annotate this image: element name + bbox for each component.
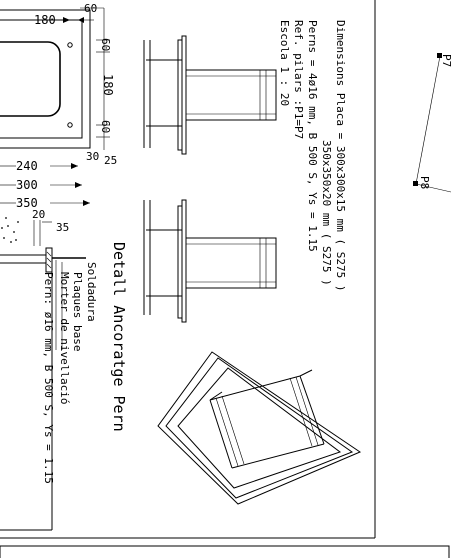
dim-35: 35 — [56, 221, 69, 234]
spec-line-2: 350x350x20 mm ( S275 ) — [320, 140, 333, 286]
dim-350: 350 — [16, 196, 38, 210]
dim-25: 25 — [104, 154, 117, 167]
dim-60-b: 60 — [99, 120, 112, 133]
label-mortar: Morter de nivellació — [58, 272, 71, 404]
spec-block: Dimensions Placa = 300x300x15 mm ( S275 … — [278, 20, 347, 292]
elevation-lower — [143, 199, 277, 323]
dim-60-top: 60 — [84, 2, 97, 15]
dim-180-side: 180 — [101, 74, 115, 96]
dim-60-a: 60 — [99, 38, 112, 51]
dim-300: 300 — [16, 178, 38, 192]
side-dimensions — [96, 8, 110, 150]
spec-line-1: Dimensions Placa = 300x300x15 mm ( S275 … — [334, 20, 347, 292]
label-bolt: Pern: ø16 mm, B 500 S, Ys = 1.15 — [42, 272, 55, 484]
dim-20: 20 — [32, 208, 45, 221]
spec-line-4: Ref. pilars :P1=P7 — [292, 20, 305, 139]
spec-line-3: Perns = 4ø16 mm, B 500 S, Ys = 1.15 — [306, 20, 319, 252]
pillar-label-p8: P8 — [418, 176, 431, 189]
plan-width-dimensions — [0, 163, 90, 206]
dim-180-top: 180 — [34, 13, 56, 27]
pillar-label-p7: P7 — [440, 54, 451, 67]
detail-title: Detall Ancoratge Pern — [110, 242, 128, 432]
title-block-frame — [0, 545, 450, 558]
base-plate-plan — [0, 9, 91, 149]
spec-line-5: Escola 1 : 20 — [278, 20, 291, 106]
label-plates: Plaques base — [71, 272, 84, 351]
pillar-layout — [413, 53, 451, 193]
label-weld: Soldadura — [85, 262, 98, 322]
dimension-texts: 180 60 60 180 60 240 30 25 300 350 20 35 — [16, 2, 117, 234]
anchor-section — [0, 217, 86, 531]
top-dimensions — [0, 7, 104, 23]
isometric-view — [157, 351, 362, 505]
dim-240: 240 — [16, 159, 38, 173]
pillar-marker-p8 — [413, 181, 418, 186]
elevation-upper — [143, 35, 277, 155]
pillar-marker-p7 — [437, 53, 442, 58]
dim-30: 30 — [86, 150, 99, 163]
